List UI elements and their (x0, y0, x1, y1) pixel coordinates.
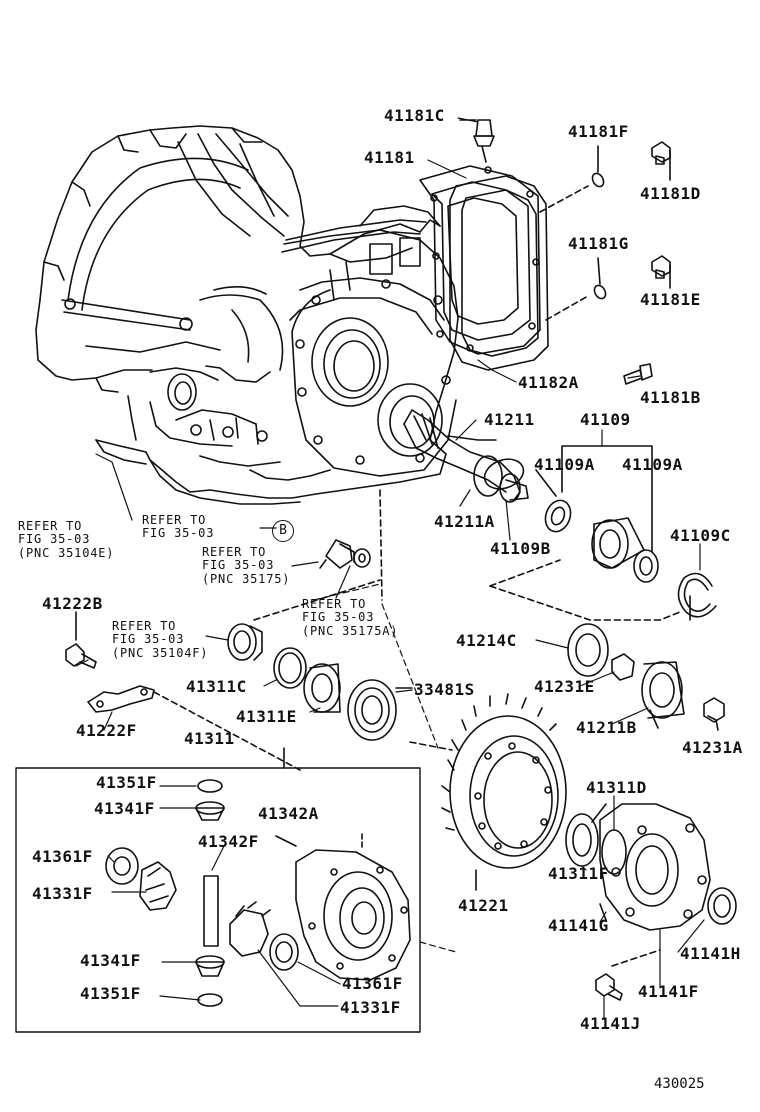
ref-line: FIG 35-03 (202, 558, 275, 573)
bolt-41222b (65, 611, 97, 669)
output-shaft-41211 (403, 409, 529, 503)
part-label-41181d: 41181D (640, 184, 701, 203)
part-label-41342a: 41342A (258, 804, 319, 823)
ref-line: (PNC 35175A) (302, 623, 399, 638)
bearing-set-41109 (489, 445, 717, 621)
part-label-41351f-t: 41351F (96, 773, 157, 792)
circle-marker-b: B (272, 520, 294, 542)
plugs-41181d-e (651, 141, 671, 289)
part-label-41311f: 41311F (548, 864, 609, 883)
ref-line: FIG 35-03 (112, 632, 185, 647)
leader-lines (75, 117, 705, 1019)
oil-seal-left (227, 579, 381, 661)
part-label-41361f-r: 41361F (342, 974, 403, 993)
part-label-41109a-l: 41109A (534, 455, 595, 474)
part-label-41341f-t: 41341F (94, 799, 155, 818)
part-label-41141j: 41141J (580, 1014, 641, 1033)
part-label-41231e: 41231E (534, 677, 595, 696)
transaxle-housing (35, 125, 459, 505)
part-label-41109b: 41109B (490, 539, 551, 558)
ref-line: REFER TO (18, 519, 83, 533)
figure-number: 430025 (654, 1076, 705, 1092)
ref-line: FIG 35-03 (142, 526, 215, 541)
part-label-41211b: 41211B (576, 718, 637, 737)
part-label-41361f-l: 41361F (32, 847, 93, 866)
part-label-41331f-r: 41331F (340, 998, 401, 1017)
part-label-41341f-b: 41341F (80, 951, 141, 970)
part-label-41181f: 41181F (568, 122, 629, 141)
ref-line: FIG 35-03 (302, 610, 375, 625)
bearing-41311e-and-seal (273, 647, 453, 751)
bracket-41222f (87, 685, 301, 771)
part-label-41331f-l: 41331F (32, 884, 93, 903)
part-label-41221: 41221 (458, 896, 509, 915)
speed-sensor-parts (319, 489, 383, 601)
ref-line: FIG 35-03 (18, 532, 91, 547)
part-label-41141g: 41141G (548, 916, 609, 935)
part-label-41181g: 41181G (568, 234, 629, 253)
ref-line: (PNC 35104F) (112, 645, 209, 660)
part-label-33481s: 33481S (414, 680, 475, 699)
part-label-41231a: 41231A (682, 738, 743, 757)
ring-gear-41221 (441, 693, 567, 891)
part-label-41222f: 41222F (76, 721, 137, 740)
part-label-41109: 41109 (580, 410, 631, 429)
part-label-41141h: 41141H (680, 944, 741, 963)
part-label-41211: 41211 (484, 410, 535, 429)
ref-line: REFER TO (112, 619, 177, 633)
bolt-41181b (623, 363, 653, 385)
differential-box (15, 747, 421, 1033)
part-label-41182a: 41182A (518, 373, 579, 392)
ref-line: REFER TO (302, 597, 367, 611)
part-label-41342f: 41342F (198, 832, 259, 851)
part-label-41109c: 41109C (670, 526, 731, 545)
right-bearings (567, 623, 725, 731)
plug-41181c (459, 119, 495, 163)
ref-line: (PNC 35175) (202, 571, 291, 586)
ref-line: (PNC 35104E) (18, 545, 115, 560)
part-label-41211a: 41211A (434, 512, 495, 531)
part-label-41311d: 41311D (586, 778, 647, 797)
part-label-41109a-r: 41109A (622, 455, 683, 474)
part-label-41141f: 41141F (638, 982, 699, 1001)
part-label-41181: 41181 (364, 148, 415, 167)
part-label-41311e: 41311E (236, 707, 297, 726)
ref-line: REFER TO (142, 513, 207, 527)
bolt-41141j (595, 973, 623, 1001)
part-label-41351f-b: 41351F (80, 984, 141, 1003)
part-label-41311c: 41311C (186, 677, 247, 696)
part-label-41181c: 41181C (384, 106, 445, 125)
part-label-41222b: 41222B (42, 594, 103, 613)
part-label-41181e: 41181E (640, 290, 701, 309)
ref-line: REFER TO (202, 545, 267, 559)
part-label-41214c: 41214C (456, 631, 517, 650)
part-label-41181b: 41181B (640, 388, 701, 407)
washers-41181f-g (591, 145, 607, 300)
part-label-41311: 41311 (184, 729, 235, 748)
side-cover-and-gasket (419, 165, 589, 371)
case-cover-41141g (565, 803, 737, 967)
